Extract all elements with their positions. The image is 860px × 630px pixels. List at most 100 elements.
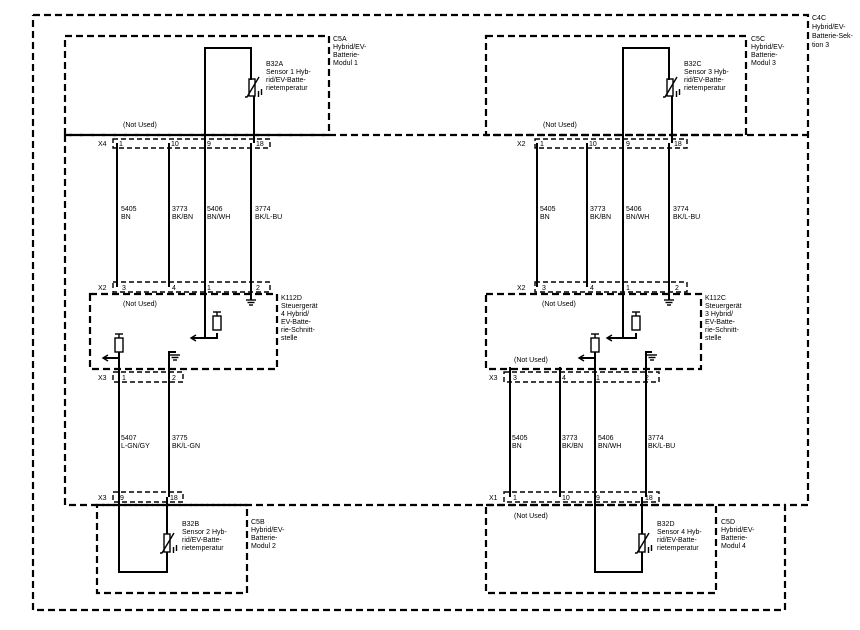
svg-text:4 Hybrid/: 4 Hybrid/ <box>281 311 309 318</box>
svg-text:3773: 3773 <box>590 206 606 213</box>
svg-text:5406: 5406 <box>626 206 642 213</box>
svg-text:C5B: C5B <box>251 519 265 526</box>
svg-text:10: 10 <box>171 141 179 148</box>
svg-text:3773: 3773 <box>562 435 578 442</box>
svg-text:(Not Used): (Not Used) <box>543 122 577 129</box>
wire-labels-top-right: 5405 BN 3773 BK/BN 5406 BN/WH 3774 BK/L-… <box>540 206 700 221</box>
module-c5a-label: C5A Hybrid/EV- Batterie- Modul 1 <box>333 36 367 67</box>
svg-text:EV-Batte-: EV-Batte- <box>281 319 312 326</box>
svg-text:1: 1 <box>596 375 600 382</box>
section-c4c-boundary <box>31 13 810 612</box>
thermistor-b32c-icon <box>663 76 681 98</box>
thermistor-b32b-icon <box>160 532 178 554</box>
svg-text:C5C: C5C <box>751 36 765 43</box>
svg-text:Batterie-: Batterie- <box>751 52 778 59</box>
controller-k112d-box <box>88 292 279 371</box>
svg-text:K112C: K112C <box>705 295 726 302</box>
module-c5a-box <box>63 34 331 137</box>
module-c5d-label: C5D Hybrid/EV- Batterie- Modul 4 <box>721 519 755 550</box>
svg-text:Batterie-: Batterie- <box>333 52 360 59</box>
svg-text:B32A: B32A <box>266 61 283 68</box>
section-c4c-label: C4C Hybrid/EV- Batterie-Sek- tion 3 <box>812 15 854 49</box>
wire-labels-top-left: 5405 BN 3773 BK/BN 5406 BN/WH 3774 BK/L-… <box>121 206 282 221</box>
svg-text:rietemperatur: rietemperatur <box>182 545 224 552</box>
svg-text:X3: X3 <box>489 375 498 382</box>
connector-x4-left: X4 1 10 9 18 (Not Used) <box>98 122 271 149</box>
svg-text:Sensor 1 Hyb-: Sensor 1 Hyb- <box>266 69 311 76</box>
svg-text:(Not Used): (Not Used) <box>123 301 157 308</box>
svg-text:X4: X4 <box>98 141 107 148</box>
svg-text:3775: 3775 <box>172 435 188 442</box>
svg-text:1: 1 <box>513 495 517 502</box>
svg-text:18: 18 <box>170 495 178 502</box>
svg-text:5405: 5405 <box>121 206 137 213</box>
svg-text:1: 1 <box>626 285 630 292</box>
svg-text:2: 2 <box>172 375 176 382</box>
svg-text:K112D: K112D <box>281 295 302 302</box>
wire-5406-left <box>204 47 252 287</box>
svg-text:1: 1 <box>122 375 126 382</box>
wire-labels-bottom-left: 5407 L-GN/GY 3775 BK/L-GN <box>121 435 200 450</box>
svg-text:10: 10 <box>562 495 570 502</box>
svg-text:9: 9 <box>207 141 211 148</box>
svg-text:5407: 5407 <box>121 435 137 442</box>
svg-text:BN: BN <box>512 443 522 450</box>
svg-text:BK/L-BU: BK/L-BU <box>673 214 700 221</box>
connector-x3-left-mid: X3 1 2 <box>98 371 184 383</box>
wire-3774-right <box>668 96 673 297</box>
svg-text:9: 9 <box>626 141 630 148</box>
svg-text:L-GN/GY: L-GN/GY <box>121 443 150 450</box>
svg-text:rid/EV-Batte-: rid/EV-Batte- <box>684 77 724 84</box>
svg-text:1: 1 <box>119 141 123 148</box>
svg-text:rid/EV-Batte-: rid/EV-Batte- <box>657 537 697 544</box>
sensor-b32d-label: B32D Sensor 4 Hyb- rid/EV-Batte- rietemp… <box>657 521 702 552</box>
wire-5406-right-lower <box>594 377 643 573</box>
svg-text:4: 4 <box>172 285 176 292</box>
controller-k112d-internals <box>101 311 222 377</box>
svg-text:BN/WH: BN/WH <box>598 443 621 450</box>
svg-text:Modul 2: Modul 2 <box>251 543 276 550</box>
svg-text:1: 1 <box>540 141 544 148</box>
controller-k112d-label: K112D Steuergerät 4 Hybrid/ EV-Batte- ri… <box>281 295 318 342</box>
connector-x2-right: X2 3 4 1 2 (Not Used) <box>517 281 688 308</box>
svg-text:Steuergerät: Steuergerät <box>705 303 742 310</box>
svg-text:2: 2 <box>256 285 260 292</box>
wire-3774-right-lower <box>641 377 647 534</box>
svg-text:BK/BN: BK/BN <box>590 214 611 221</box>
svg-text:(Not Used): (Not Used) <box>514 513 548 520</box>
svg-text:Modul 3: Modul 3 <box>751 60 776 67</box>
svg-text:5406: 5406 <box>598 435 614 442</box>
svg-text:C4C: C4C <box>812 15 826 22</box>
svg-text:C5A: C5A <box>333 36 347 43</box>
svg-text:9: 9 <box>120 495 124 502</box>
svg-text:3774: 3774 <box>255 206 271 213</box>
svg-text:X2: X2 <box>98 285 107 292</box>
svg-text:X1: X1 <box>489 495 498 502</box>
svg-text:18: 18 <box>256 141 264 148</box>
svg-text:Modul 4: Modul 4 <box>721 543 746 550</box>
svg-text:rie-Schnitt-: rie-Schnitt- <box>705 327 740 334</box>
wire-labels-bottom-right: 5405 BN 3773 BK/BN 5406 BN/WH 3774 BK/L-… <box>512 435 675 450</box>
svg-text:Batterie-Sek-: Batterie-Sek- <box>812 33 854 40</box>
svg-text:tion 3: tion 3 <box>812 42 829 49</box>
svg-text:Hybrid/EV-: Hybrid/EV- <box>751 44 785 51</box>
svg-text:3774: 3774 <box>648 435 664 442</box>
sensor-b32b-label: B32B Sensor 2 Hyb- rid/EV-Batte- rietemp… <box>182 521 227 552</box>
svg-text:C5D: C5D <box>721 519 735 526</box>
svg-text:Batterie-: Batterie- <box>721 535 748 542</box>
svg-text:BK/BN: BK/BN <box>562 443 583 450</box>
svg-text:3774: 3774 <box>673 206 689 213</box>
svg-text:BN: BN <box>540 214 550 221</box>
svg-text:B32D: B32D <box>657 521 675 528</box>
svg-text:stelle: stelle <box>281 335 297 342</box>
sensor-b32c-label: B32C Sensor 3 Hyb- rid/EV-Batte- rietemp… <box>684 61 729 92</box>
svg-text:rietemperatur: rietemperatur <box>684 85 726 92</box>
wire-3774-left <box>250 96 255 297</box>
svg-text:3: 3 <box>542 285 546 292</box>
module-c5c-label: C5C Hybrid/EV- Batterie- Modul 3 <box>751 36 785 67</box>
svg-text:rie-Schnitt-: rie-Schnitt- <box>281 327 316 334</box>
wire-3775-left <box>166 377 170 534</box>
module-c5b-box <box>95 503 249 595</box>
svg-text:EV-Batte-: EV-Batte- <box>705 319 736 326</box>
